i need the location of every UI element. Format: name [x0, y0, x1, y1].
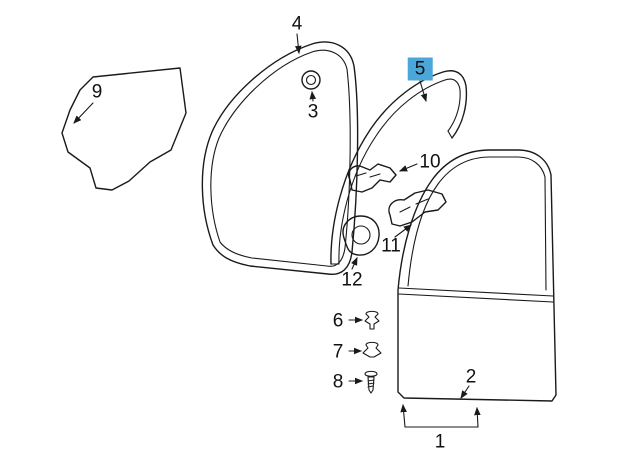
callout-arrow-12	[351, 256, 358, 270]
part-2-door-beltline	[398, 287, 554, 303]
part-6-clip	[364, 310, 380, 330]
part-5-glass-run-endcaps	[330, 130, 453, 265]
part-label-7[interactable]: 7	[332, 341, 344, 363]
part-3-grommet-outer	[301, 70, 321, 90]
part-12-pad-outline	[342, 215, 380, 256]
part-8-screw	[364, 370, 378, 394]
callout-arrow-1-left	[400, 403, 407, 428]
part-3-grommet-inner	[305, 74, 317, 86]
callout-arrow-5	[419, 80, 428, 103]
part-2-door-outline	[397, 149, 557, 402]
part-label-1[interactable]: 1	[434, 431, 446, 453]
part-4-weatherstrip-inner	[210, 49, 351, 267]
callout-arrow-2	[460, 385, 470, 399]
part-label-12[interactable]: 12	[341, 269, 363, 291]
part-label-11[interactable]: 11	[381, 235, 401, 257]
part-7-clip	[362, 341, 382, 358]
part-2-door-window-frame	[407, 156, 547, 291]
callout-arrow-11	[394, 224, 412, 238]
part-label-4[interactable]: 4	[291, 13, 303, 35]
part-9-panel-outline	[61, 67, 187, 191]
callout-arrow-3	[309, 90, 317, 102]
part-4-weatherstrip-outer	[201, 41, 359, 275]
part-10-bracket-outline	[348, 163, 397, 193]
part-12-pad-inner	[351, 225, 371, 245]
callout-arrow-9	[73, 102, 94, 124]
part-5-glass-run-inner	[338, 78, 461, 265]
part-label-2[interactable]: 2	[465, 366, 477, 388]
callout-arrow-10	[398, 163, 418, 172]
part-label-8[interactable]: 8	[332, 371, 344, 393]
callout-arrow-4	[294, 33, 302, 55]
part-label-5-highlighted[interactable]: 5	[407, 57, 433, 81]
part-label-10[interactable]: 10	[419, 151, 441, 173]
part-11-bracket-detail	[399, 198, 429, 213]
part-label-3[interactable]: 3	[307, 101, 319, 123]
part-label-6[interactable]: 6	[332, 310, 344, 332]
part-label-9[interactable]: 9	[91, 81, 103, 103]
part-10-bracket-detail	[355, 172, 381, 178]
part-11-bracket-outline	[388, 189, 447, 227]
callout-arrow-1-right	[474, 406, 481, 428]
